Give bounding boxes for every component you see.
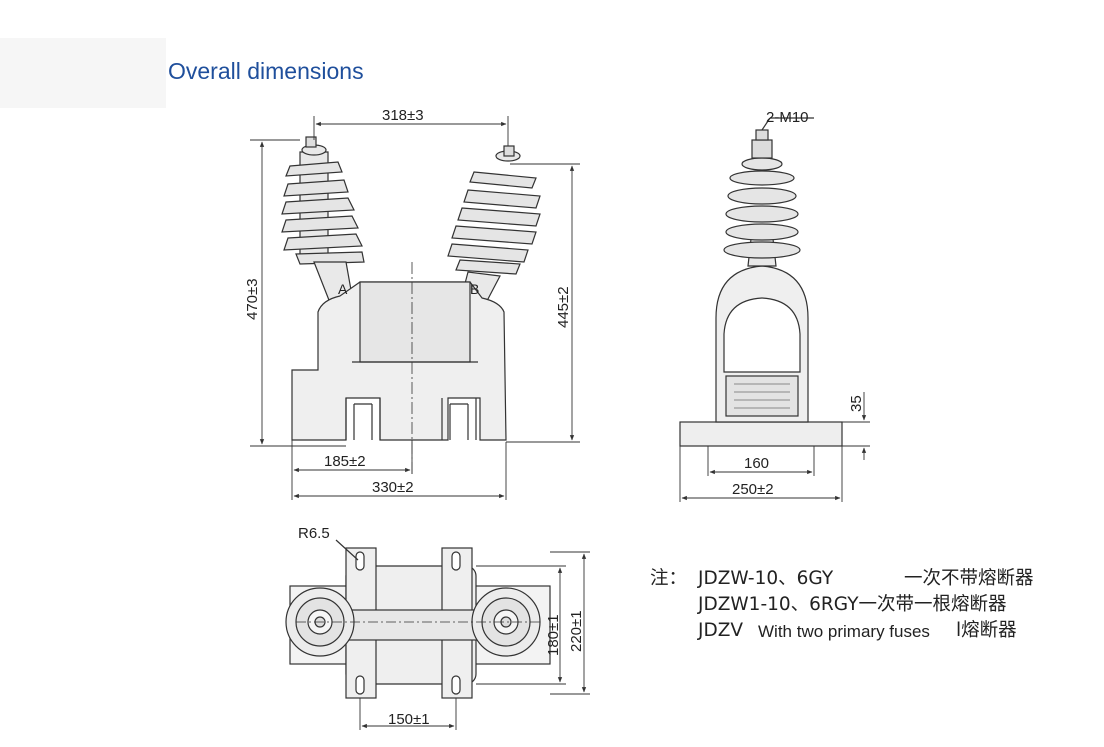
dim-470: 470±3 — [244, 278, 261, 320]
dim-330: 330±2 — [372, 479, 414, 496]
dim-35: 35 — [848, 395, 865, 412]
note-row-2: JDZW1-10、6RGY一次带一根熔断器 — [650, 592, 1034, 618]
note-desc-1: 一次不带熔断器 — [904, 568, 1034, 589]
dim-150: 150±1 — [388, 711, 430, 728]
note-row-1: 注： JDZW-10、6GY 一次不带熔断器 — [650, 566, 1034, 592]
dim-250: 250±2 — [732, 481, 774, 498]
dim-318: 318±3 — [382, 107, 424, 124]
model-note: 注： JDZW-10、6GY 一次不带熔断器 JDZW1-10、6RGY一次带一根熔… — [650, 566, 1034, 645]
terminal-2m10-label: 2-M10 — [766, 109, 809, 126]
side-sheds — [723, 157, 801, 259]
top-dimensions — [359, 551, 590, 730]
note-desc-2: 一次带一根熔断器 — [858, 594, 1007, 615]
note-model-1: JDZW-10、6GY — [698, 568, 834, 589]
note-model-2: JDZW1-10、6RGY — [698, 594, 859, 615]
terminal-b-label: B — [470, 281, 479, 297]
side-view — [679, 117, 843, 447]
dim-220: 220±1 — [568, 610, 585, 652]
nameplate — [725, 375, 799, 417]
title-band — [0, 38, 166, 108]
front-dimensions — [250, 116, 580, 500]
note-overlay: With two primary fuses — [756, 619, 936, 645]
page-title: Overall dimensions — [168, 58, 364, 84]
dim-180: 180±1 — [545, 614, 562, 656]
top-view — [285, 539, 551, 699]
dim-r65: R6.5 — [298, 525, 330, 542]
dim-160: 160 — [744, 455, 769, 472]
side-dimensions — [679, 392, 870, 502]
dim-445: 445±2 — [555, 286, 572, 328]
note-model-3: JDZV — [698, 620, 744, 641]
note-desc-3: l熔断器 — [956, 620, 1017, 641]
note-prefix: 注： — [650, 568, 688, 589]
front-view — [281, 136, 541, 476]
note-row-3: JDZV l熔断器 With two primary fuses — [650, 618, 1034, 645]
terminal-a-label: A — [338, 281, 348, 297]
dim-185: 185±2 — [324, 453, 366, 470]
front-core-window — [359, 281, 471, 363]
